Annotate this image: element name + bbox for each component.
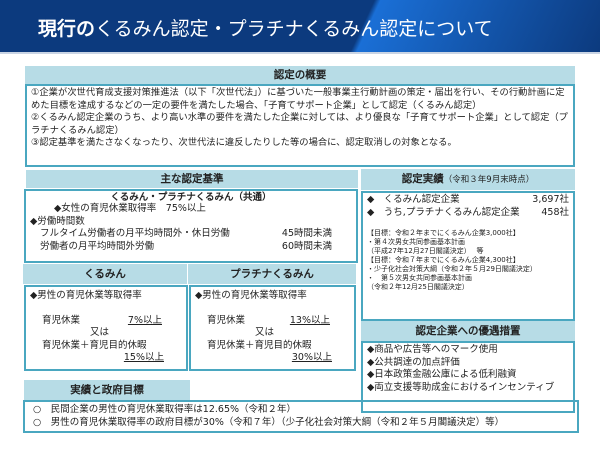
overview-item: ③認定基準を満たさなくなったり、次世代法に違反したりした等の場合に、認定取消しの… [31,137,457,148]
platinum-count: 458社 [541,206,569,218]
hours-label: ◆労働時間数 [30,215,85,227]
worker-label: 労働者の月平均時間外労働 [40,240,155,252]
overview-item: ①企業が次世代育成支援対策推進法（以下「次世代法」）に基づいた一般事業主行動計画… [31,87,565,111]
page-title: 現行のくるみん認定・プラチナくるみん認定について [38,14,493,41]
kurumin-combo-value: 15%以上 [123,352,164,363]
kurumin-combo-label: 育児休業＋育児目的休暇 [42,339,147,351]
common-title: くるみん・プラチナくるみん（共通） [110,192,272,203]
kurumin-count-label: ◆ くるみん認定企業 [367,194,460,205]
goals-header: 実績と政府目標 [24,380,190,400]
results-note: ・第４次男女共同参画基本計画 [367,238,465,246]
results-title: 認定実績 [401,173,444,185]
platinum-leave-label: 育児休業 [207,314,246,326]
benefit-item: ◆公共調達の加点評価 [367,356,460,368]
platinum-item: ◆男性の育児休業等取得率 [195,290,307,301]
benefits-header: 認定企業への優遇措置 [361,321,575,341]
kurumin-leave-label: 育児休業 [42,314,81,326]
kurumin-leave-value: 7%以上 [127,314,162,326]
platinum-combo-label: 育児休業＋育児目的休暇 [207,339,312,351]
platinum-count-label: ◆ うち,プラチナくるみん認定企業 [367,206,520,218]
criteria-header: 主な認定基準 [26,170,358,188]
platinum-header: プラチナくるみん [188,264,356,284]
benefit-item: ◆商品や広告等へのマーク使用 [367,344,498,355]
common-criteria-box: くるみん・プラチナくるみん（共通） ◆女性の育児休業取得率 75%以上 ◆労働時… [24,189,358,263]
platinum-combo-value: 30%以上 [291,352,332,363]
goals-box: ○ 民間企業の男性の育児休業取得率は12.65%（令和２年） ○ 男性の育児休業… [23,400,579,433]
results-note: 【目標：令和２年までにくるみん企業3,000社】 [367,229,520,237]
results-note: ・ 第５次男女共同参画基本計画 [367,274,472,282]
title-rest: くるみん認定・プラチナくるみん認定について [95,18,493,40]
female-rate: ◆女性の育児休業取得率 75%以上 [54,203,206,214]
goal-item: ○ 民間企業の男性の育児休業取得率は12.65%（令和２年） [33,404,297,415]
results-note: （令和２年12月25日閣議決定） [367,283,469,291]
platinum-leave-value: 13%以上 [289,314,330,326]
results-note: （平成27年12月27日閣議決定） 等 [367,247,484,255]
results-note: ・少子化社会対策大綱（令和２年５月29日閣議決定） [367,265,537,273]
title-bar: 現行のくるみん認定・プラチナくるみん認定について [0,0,600,54]
results-note: （令和３年9月末時点） [443,175,535,185]
overview-item: ②くるみん認定企業のうち、より高い水準の要件を満たした企業に対しては、より優良な… [31,112,568,136]
kurumin-header: くるみん [23,264,187,284]
benefit-item: ◆日本政策金融公庫による低利融資 [367,369,517,380]
benefit-item: ◆両立支援等助成金におけるインセンティブ [367,381,555,393]
worker-value: 60時間未満 [281,240,332,252]
fulltime-label: フルタイム労働者の月平均時間外・休日労働 [40,228,230,239]
fulltime-value: 45時間未満 [281,228,332,239]
title-bold: 現行の [38,18,96,40]
goal-item: ○ 男性の育児休業取得率の政府目標が30%（令和７年）（少子化社会対策大綱（令和… [33,417,505,428]
platinum-or: 又は [255,327,275,338]
kurumin-count: 3,697社 [532,194,569,205]
kurumin-item: ◆男性の育児休業等取得率 [30,290,142,301]
platinum-box: ◆男性の育児休業等取得率 育児休業 13%以上 又は 育児休業＋育児目的休暇 30… [189,285,356,371]
results-box: ◆ くるみん認定企業 3,697社 ◆ うち,プラチナくるみん認定企業 458社 【… [361,191,575,321]
kurumin-or: 又は [90,327,110,338]
results-header: 認定実績（令和３年9月末時点） [361,169,575,190]
results-note: 【目標：令和７年までにくるみん企業4,300社】 [367,256,520,264]
kurumin-box: ◆男性の育児休業等取得率 育児休業 7%以上 又は 育児休業＋育児目的休暇 15%… [24,285,188,371]
overview-box: ①企業が次世代育成支援対策推進法（以下「次世代法」）に基づいた一般事業主行動計画… [25,84,575,167]
overview-header: 認定の概要 [25,66,575,84]
